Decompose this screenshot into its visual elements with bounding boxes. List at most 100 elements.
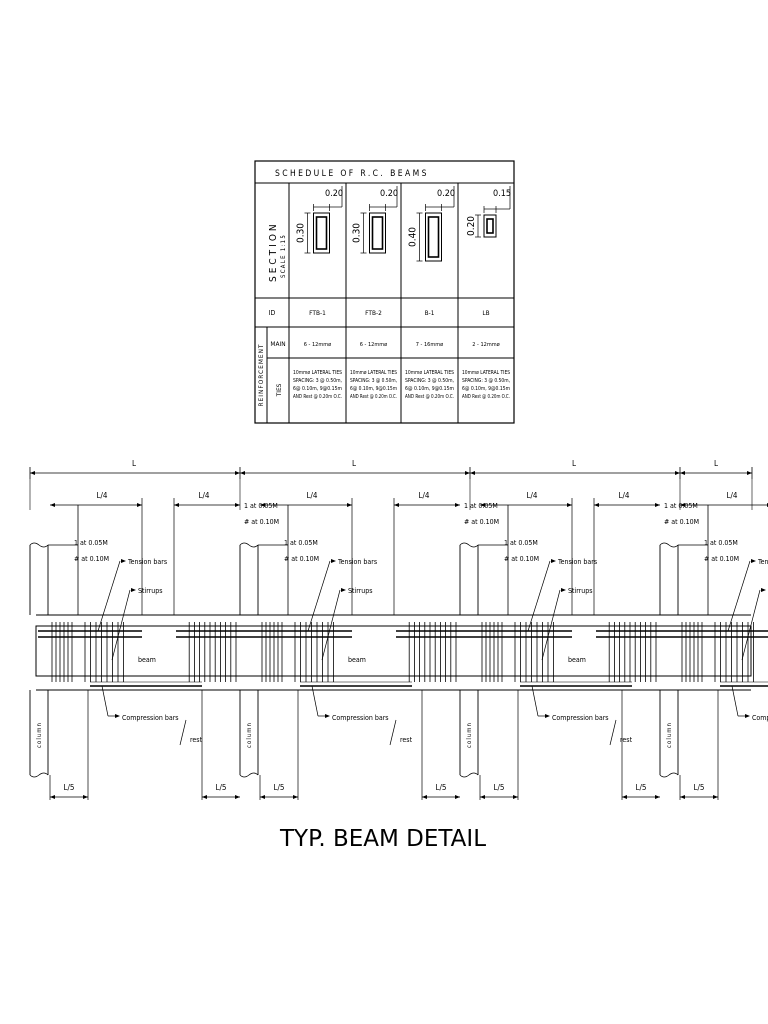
column-break-line: [29, 542, 49, 548]
arrow-head: [331, 559, 336, 563]
leader-line: [731, 685, 739, 717]
quarter-span-label: L/4: [526, 491, 537, 500]
section-stirrup: [486, 218, 494, 234]
leader-line: [97, 560, 121, 632]
leader-line: [321, 589, 341, 661]
section-label: SECTION: [268, 221, 279, 282]
spacing-note-1: 1 at 0.05M: [74, 539, 108, 547]
arrow-head: [513, 795, 518, 799]
spacing-note-1: 1 at 0.05M: [704, 539, 738, 547]
leader-line: [179, 719, 187, 746]
beam-label: beam: [568, 656, 586, 664]
arrow-head: [30, 471, 35, 475]
arrow-head: [341, 588, 346, 592]
section-stirrup: [371, 216, 384, 250]
column-label: column: [666, 722, 673, 748]
section-outline: [483, 214, 497, 238]
leader-line: [389, 719, 397, 746]
spacing-note-2: # at 0.10M: [504, 555, 539, 563]
arrow-head: [202, 795, 207, 799]
schedule-border: [254, 160, 515, 424]
fifth-span-label: L/5: [635, 783, 646, 792]
arrow-head: [561, 588, 566, 592]
fifth-span-label: L/5: [435, 783, 446, 792]
arrow-head: [50, 503, 55, 507]
compression-bars-label: Compression bars: [332, 714, 389, 722]
fifth-span-label: L/5: [273, 783, 284, 792]
column-label: column: [36, 722, 43, 748]
arrow-head: [567, 503, 572, 507]
ties-spacing-line: AND Rest @ 0.20m O.C.: [405, 394, 454, 400]
arrow-head: [260, 795, 265, 799]
arrow-head: [622, 795, 627, 799]
id-label: ID: [269, 309, 276, 317]
arrow-head: [545, 714, 550, 718]
leader-line: [609, 719, 617, 746]
beam-id: LB: [482, 309, 489, 317]
column-break-line: [459, 772, 479, 778]
beam-id: B-1: [425, 309, 435, 317]
leader-line: [111, 589, 131, 661]
section-outline: [369, 212, 386, 254]
section-outline: [313, 212, 330, 254]
quarter-span-label: L/4: [96, 491, 107, 500]
column-label: column: [246, 722, 253, 748]
arrow-head: [235, 795, 240, 799]
column-break-line: [239, 772, 259, 778]
ties-spacing-line: 10mmø LATERAL TIES: [462, 370, 510, 376]
arrow-head: [470, 471, 475, 475]
arrow-head: [235, 503, 240, 507]
ties-spacing-line: 6@ 0.10m, 9@0.15m: [405, 386, 454, 392]
quarter-span-label: L/4: [618, 491, 629, 500]
section-depth-value: 0.40: [408, 227, 419, 247]
arrow-head: [50, 795, 55, 799]
fifth-span-label: L/5: [215, 783, 226, 792]
beam-body: [35, 625, 752, 677]
arrow-head: [680, 795, 685, 799]
ties-spacing-line: 6@ 0.10m, 9@0.15m: [293, 386, 342, 392]
leader-line: [727, 560, 751, 632]
arrow-head: [680, 471, 685, 475]
ties-spacing-line: SPACING: 3 @ 0.50m,: [293, 378, 342, 384]
arrow-head: [551, 559, 556, 563]
spacing-note-2: # at 0.10M: [74, 555, 109, 563]
leader-line: [527, 560, 551, 632]
stirrups-label: Stirrups: [138, 587, 163, 595]
arrow-head: [347, 503, 352, 507]
fifth-span-label: L/5: [693, 783, 704, 792]
ties-spacing-line: SPACING: 3 @ 0.50m,: [462, 378, 510, 384]
rest-label: rest: [190, 736, 203, 744]
tension-bars-label: Tension bars: [557, 558, 597, 566]
column-break-line: [239, 542, 259, 548]
spacing-note-2: # at 0.10M: [464, 518, 499, 526]
fifth-span-label: L/5: [493, 783, 504, 792]
arrow-head: [455, 503, 460, 507]
ties-spacing-line: AND Rest @ 0.20m O.C.: [293, 394, 342, 400]
ties-spacing-line: SPACING: 3 @ 0.50m,: [405, 378, 454, 384]
arrow-head: [480, 503, 485, 507]
schedule-title: SCHEDULE OF R.C. BEAMS: [275, 169, 429, 179]
main-reinforcement: 7 - 16mmø: [416, 342, 444, 348]
leader-line: [741, 589, 761, 661]
section-width-value: 0.20: [325, 189, 343, 199]
column-break-line: [29, 772, 49, 778]
stirrups-label: Stirrups: [568, 587, 593, 595]
arrow-head: [745, 714, 750, 718]
beam-label: beam: [348, 656, 366, 664]
arrow-head: [174, 503, 179, 507]
column-break-line: [659, 542, 679, 548]
main-reinforcement: 2 - 12mmø: [472, 342, 500, 348]
quarter-span-label: L/4: [198, 491, 209, 500]
ties-spacing-line: 6@ 0.10m, 9@0.15m: [462, 386, 510, 392]
arrow-head: [422, 795, 427, 799]
spacing-note-1: 1 at 0.05M: [504, 539, 538, 547]
section-outline: [425, 212, 442, 262]
leader-line: [307, 560, 331, 632]
span-label-l: L: [132, 459, 136, 468]
